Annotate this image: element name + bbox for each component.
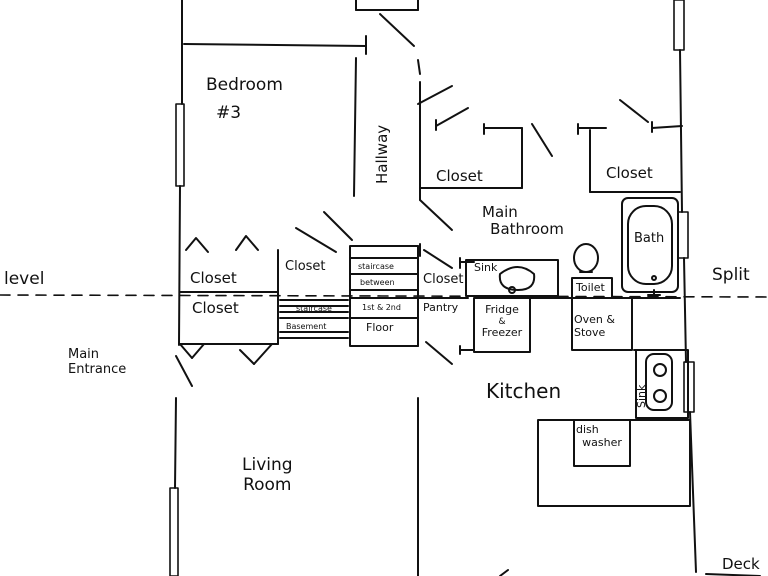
hallway-closets — [417, 81, 683, 201]
closet-hall-left-label: Closet — [436, 167, 483, 185]
hallway-label: Hallway — [373, 124, 391, 184]
fridge-line3: Freezer — [481, 325, 523, 339]
exterior-wall-right — [673, 0, 761, 576]
fridge-label: Fridge & Freezer — [474, 303, 530, 340]
level-label: level — [4, 269, 45, 289]
closet-stair-label: Closet — [285, 259, 326, 274]
central-walls — [417, 243, 469, 576]
closet-hall-right-label: Closet — [606, 164, 653, 182]
deck-arrow — [499, 569, 509, 576]
stair-floors-label: 1st & 2nd — [362, 303, 401, 312]
dishwasher-line2: washer — [582, 435, 622, 449]
living-room-line2: Room — [243, 474, 292, 495]
oven-line1: Oven & — [574, 313, 615, 326]
bedroom-walls — [183, 13, 421, 197]
bedroom-label: Bedroom — [206, 75, 283, 95]
split-label: Split — [712, 265, 750, 285]
toilet-label: Toilet — [576, 281, 605, 294]
deck-label: Deck — [722, 555, 760, 573]
pantry-label: Pantry — [423, 301, 459, 314]
bath-label: Bath — [634, 231, 665, 246]
fridge-line1: Fridge — [485, 303, 519, 316]
main-bathroom-label: Main Bathroom — [482, 203, 572, 239]
bedroom-number-label: #3 — [216, 103, 242, 123]
stair-basement-label-2: Basement — [286, 322, 327, 331]
split-level-line — [0, 294, 768, 298]
staircase-label-1: staircase — [358, 262, 394, 271]
main-entrance-line2: Entrance — [68, 361, 127, 377]
dishwasher-label: dish washer — [576, 423, 628, 449]
closet-center-label: Closet — [423, 272, 464, 287]
oven-line2: Stove — [574, 325, 606, 339]
oven-label: Oven & Stove — [574, 313, 615, 339]
stair-basement-label-1: staircase — [296, 304, 332, 313]
stair-floor-label: Floor — [366, 321, 394, 334]
top-window — [355, 0, 419, 11]
closet-upper-left-label: Closet — [190, 269, 237, 287]
left-closets — [175, 211, 353, 387]
main-entrance-label: Main Entrance — [68, 347, 127, 378]
fridge-line2: & — [498, 316, 506, 327]
exterior-wall-left — [169, 0, 185, 576]
kitchen-fixtures — [459, 297, 691, 507]
main-entrance-line1: Main — [68, 347, 100, 362]
main-bathroom-line1: Main — [482, 203, 518, 221]
closet-lower-left-label: Closet — [192, 299, 239, 317]
kitchen-sink-label: Sink — [635, 384, 648, 408]
main-bathroom-line2: Bathroom — [490, 220, 564, 239]
bathroom-sink-label: Sink — [474, 261, 498, 274]
dishwasher-line1: dish — [576, 423, 599, 436]
living-room-line1: Living — [242, 455, 293, 475]
staircase-label-2: between — [360, 278, 395, 287]
living-room-label: Living Room — [242, 455, 293, 495]
kitchen-label: Kitchen — [486, 379, 562, 403]
